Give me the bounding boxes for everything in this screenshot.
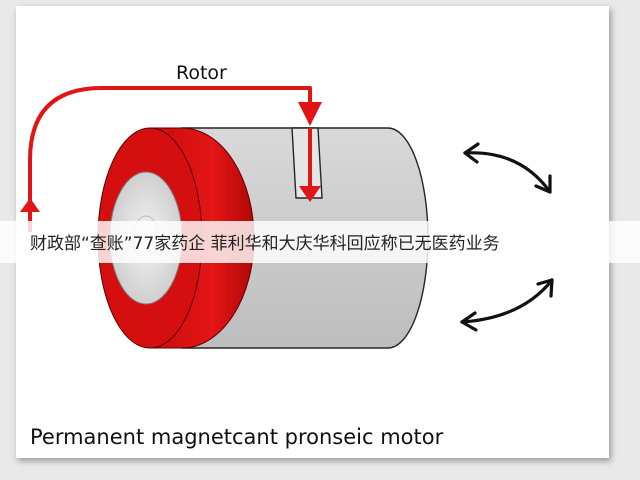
arrow-head-left	[20, 198, 40, 212]
news-banner-text: 财政部“查账”77家药企 菲利华和大庆华科回应称已无医药业务	[30, 234, 500, 254]
rotor-label: Rotor	[176, 62, 227, 84]
diagram-caption: Permanent magnetcant pronseic motor	[30, 425, 444, 449]
oscillation-arrow-top	[463, 142, 552, 194]
news-banner	[0, 221, 640, 263]
rotation-path-arrow	[28, 86, 312, 232]
arrow-head-top	[298, 102, 322, 126]
oscillation-arrow-bottom	[460, 278, 554, 332]
arrow-head-slot	[299, 186, 321, 202]
